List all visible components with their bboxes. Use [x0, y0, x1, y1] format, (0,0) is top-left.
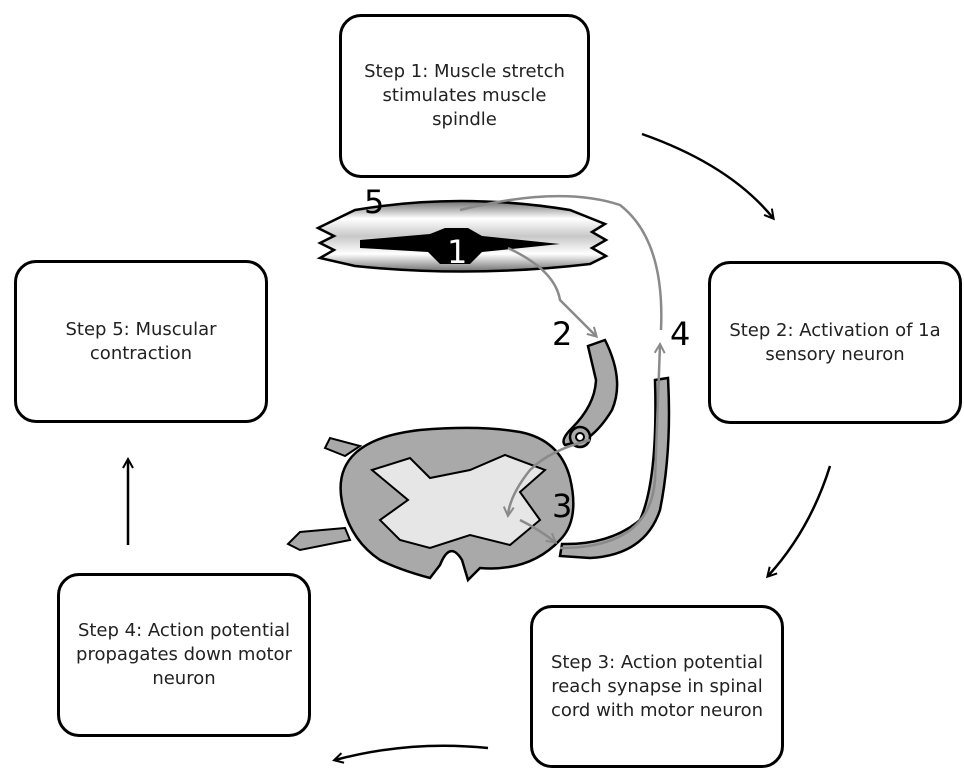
label-4: 4 — [670, 315, 690, 353]
arrow-step1-to-step2 — [642, 134, 773, 218]
arrow-step2-to-step3 — [768, 466, 830, 576]
label-3: 3 — [552, 487, 572, 525]
spinal-cord — [288, 340, 669, 580]
arrow-step3-to-step4 — [335, 746, 488, 760]
label-5: 5 — [364, 183, 384, 221]
label-1: 1 — [447, 233, 467, 271]
label-2: 2 — [552, 315, 572, 353]
